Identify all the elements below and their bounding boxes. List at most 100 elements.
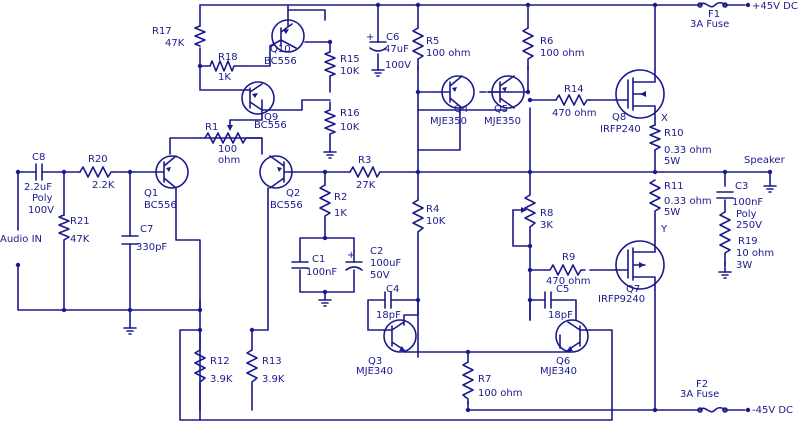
ground-icon bbox=[318, 299, 332, 307]
c1-value: 100nF bbox=[306, 267, 337, 278]
r13-value: 3.9K bbox=[262, 374, 285, 385]
vneg-label: -45V DC bbox=[752, 405, 793, 416]
q9-transistor bbox=[241, 81, 275, 115]
c1-name: C1 bbox=[312, 254, 325, 265]
r19-value: 10 ohm bbox=[736, 248, 774, 259]
c2-voltage: 50V bbox=[370, 270, 390, 281]
r21-value: 47K bbox=[70, 234, 90, 245]
r10-name: R10 bbox=[664, 128, 684, 139]
r2-name: R2 bbox=[334, 192, 347, 203]
y-node-label: Y bbox=[660, 224, 668, 235]
q3-name: Q3 bbox=[368, 356, 382, 367]
r17-name: R17 bbox=[152, 26, 172, 37]
r12-resistor bbox=[194, 349, 206, 389]
q2-type: BC556 bbox=[270, 200, 303, 211]
r16-name: R16 bbox=[340, 108, 360, 119]
ground-icon bbox=[371, 69, 385, 77]
ground-symbols bbox=[123, 69, 777, 335]
c7-capacitor bbox=[121, 235, 139, 245]
ground-icon bbox=[323, 151, 337, 159]
c4-capacitor bbox=[384, 291, 401, 309]
q9-type: BC556 bbox=[254, 120, 287, 131]
c3-type: Poly bbox=[736, 209, 757, 220]
r11-resistor bbox=[649, 179, 661, 219]
r21-resistor bbox=[58, 214, 70, 241]
r12-name: R12 bbox=[210, 356, 230, 367]
q1-name: Q1 bbox=[144, 188, 158, 199]
f2-fuse bbox=[699, 406, 726, 413]
x-node-label: X bbox=[661, 113, 668, 124]
r1-resistor bbox=[199, 132, 263, 144]
c8-value: 2.2uF bbox=[24, 182, 52, 193]
r1-value-a: 100 bbox=[218, 144, 237, 155]
q6-name: Q6 bbox=[556, 356, 570, 367]
r2-value: 1K bbox=[334, 208, 347, 219]
c7-name: C7 bbox=[140, 224, 153, 235]
c5-capacitor bbox=[544, 291, 561, 309]
q4-transistor bbox=[439, 75, 475, 109]
q7-name: Q7 bbox=[626, 284, 640, 295]
c6-voltage: 100V bbox=[385, 60, 411, 71]
q8-mosfet bbox=[614, 69, 665, 119]
q5-transistor bbox=[487, 75, 525, 109]
r3-resistor bbox=[349, 166, 381, 178]
r19-watt: 3W bbox=[736, 260, 752, 271]
r6-resistor bbox=[522, 27, 534, 70]
c5-name: C5 bbox=[556, 284, 569, 295]
c2-name: C2 bbox=[370, 246, 383, 257]
r7-resistor bbox=[462, 361, 474, 405]
r18-value: 1K bbox=[218, 72, 231, 83]
bjt-transistors bbox=[154, 19, 591, 353]
terminals bbox=[15, 169, 773, 268]
ground-icon bbox=[123, 327, 137, 335]
q3-transistor bbox=[383, 319, 417, 353]
r20-name: R20 bbox=[88, 154, 108, 165]
ground-icon bbox=[718, 271, 732, 279]
r4-value: 10K bbox=[426, 216, 446, 227]
c5-value: 18pF bbox=[548, 310, 573, 321]
q4-type: MJE350 bbox=[430, 116, 467, 127]
c6-value: 47uF bbox=[384, 44, 409, 55]
c7-value: 330pF bbox=[136, 242, 167, 253]
c4-name: C4 bbox=[386, 284, 399, 295]
vpos-label: +45V DC bbox=[752, 1, 798, 12]
q3-type: MJE340 bbox=[356, 366, 393, 377]
r4-name: R4 bbox=[426, 204, 439, 215]
q7-mosfet bbox=[614, 239, 665, 291]
q6-type: MJE340 bbox=[540, 366, 577, 377]
r14-name: R14 bbox=[564, 84, 584, 95]
r11-watt: 5W bbox=[664, 207, 680, 218]
q5-type: MJE350 bbox=[484, 116, 521, 127]
c8-type: Poly bbox=[32, 193, 53, 204]
r14-value: 470 ohm bbox=[552, 108, 596, 119]
q9-name: Q9 bbox=[264, 112, 278, 123]
r7-value: 100 ohm bbox=[478, 388, 522, 399]
q8-type: IRFP240 bbox=[600, 124, 641, 135]
r19-name: R19 bbox=[738, 236, 758, 247]
r1-wiper bbox=[229, 109, 263, 129]
q6-transistor bbox=[555, 319, 591, 353]
r18-name: R18 bbox=[218, 52, 238, 63]
r17-resistor bbox=[194, 25, 206, 47]
audio-in-label: Audio IN bbox=[0, 234, 42, 245]
r15-resistor bbox=[324, 51, 336, 83]
r19-resistor bbox=[719, 211, 731, 266]
c3-voltage: 250V bbox=[736, 220, 762, 231]
r10-resistor bbox=[649, 124, 661, 151]
r16-resistor bbox=[324, 109, 336, 141]
c2-capacitor bbox=[345, 251, 363, 271]
q10-name: Q10 bbox=[270, 44, 291, 55]
c6-capacitor bbox=[369, 41, 387, 52]
r18-resistor bbox=[209, 60, 241, 72]
speaker-label: Speaker bbox=[744, 155, 786, 166]
fuses bbox=[697, 1, 751, 413]
r10-watt: 5W bbox=[664, 156, 680, 167]
c6-name: C6 bbox=[386, 32, 399, 43]
r17-value: 47K bbox=[165, 38, 185, 49]
svg-text:+: + bbox=[366, 32, 374, 43]
q1-type: BC556 bbox=[144, 200, 177, 211]
r14-resistor bbox=[555, 94, 591, 106]
r20-value: 2.2K bbox=[92, 180, 115, 191]
r20-resistor bbox=[79, 166, 115, 178]
r16-value: 10K bbox=[340, 122, 360, 133]
